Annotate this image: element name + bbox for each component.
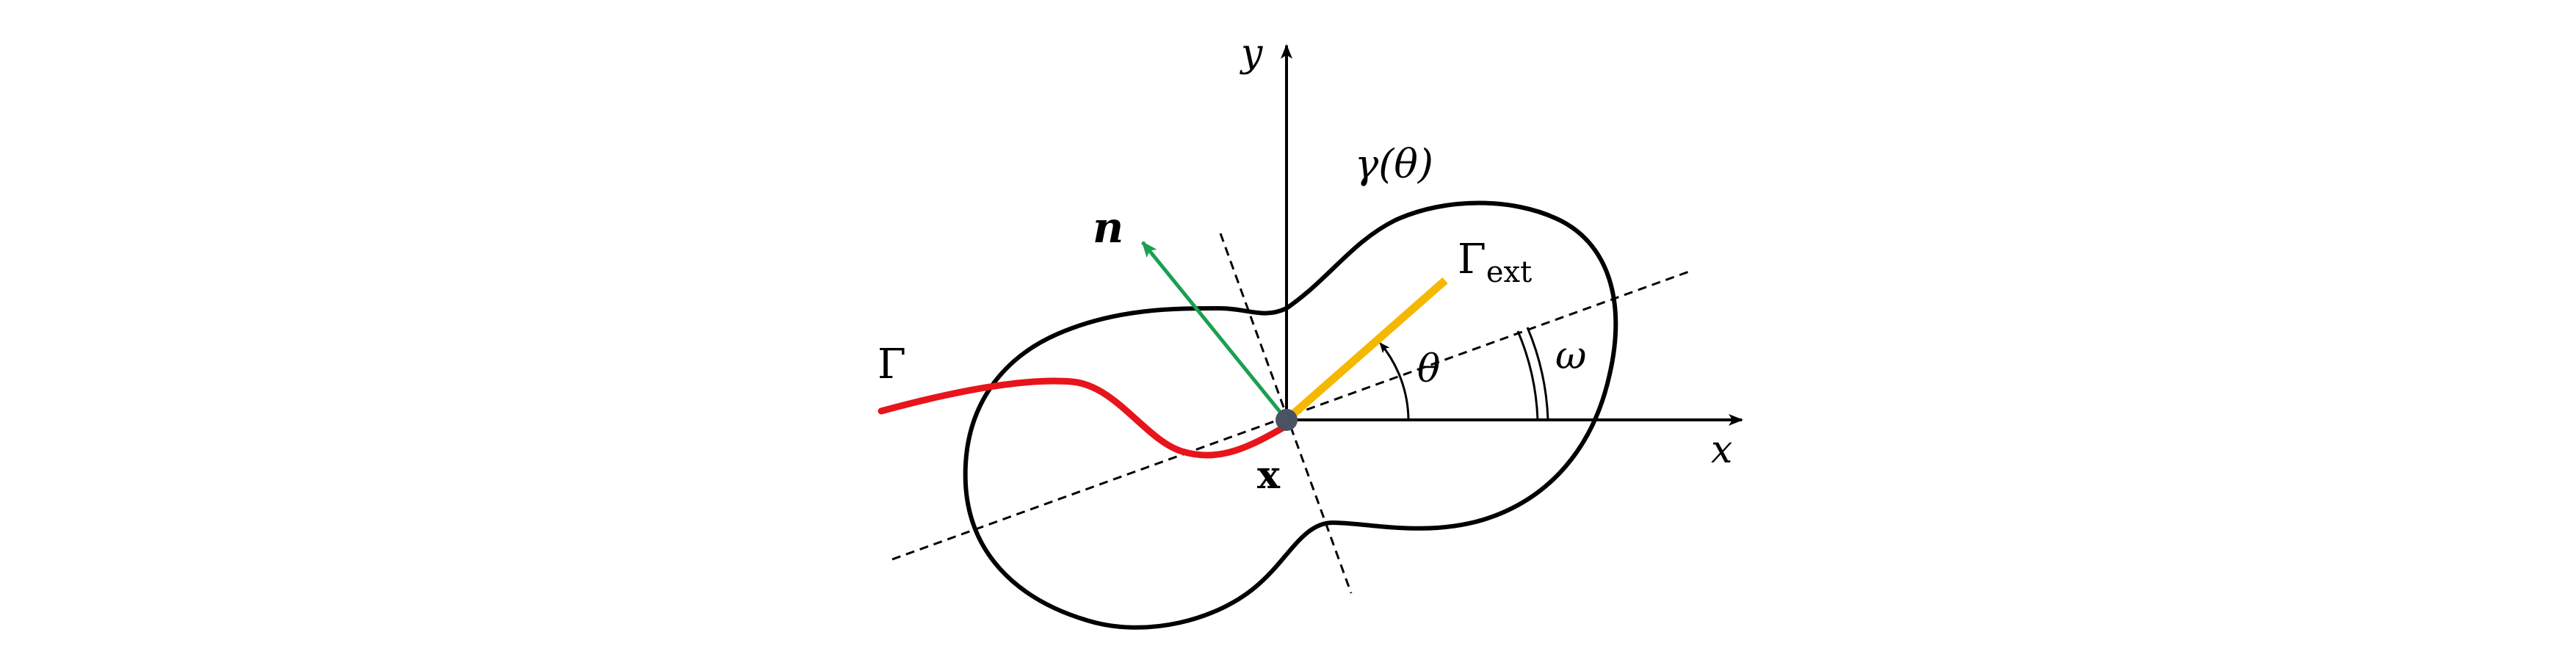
gamma-ext-label: Γext bbox=[1458, 236, 1532, 289]
omega-angle-arc-outer bbox=[1526, 327, 1549, 421]
omega-angle-arc-inner bbox=[1516, 330, 1539, 421]
gamma-ext-segment bbox=[1284, 277, 1448, 424]
dashed-omega-line bbox=[891, 270, 1690, 561]
normal-vector-label: n bbox=[1093, 203, 1124, 253]
point-x-label: x bbox=[1257, 453, 1281, 498]
normal-vector-arrow bbox=[1141, 241, 1288, 421]
point-x-dot bbox=[1276, 409, 1298, 431]
y-axis-label: y bbox=[1240, 32, 1263, 76]
gamma-theta-label: γ(θ) bbox=[1355, 141, 1433, 187]
gamma-crack-label: Γ bbox=[878, 341, 906, 388]
gamma-crack-curve bbox=[878, 377, 1290, 459]
omega-label: ω bbox=[1555, 334, 1586, 378]
theta-angle-arc bbox=[1379, 342, 1410, 421]
theta-label: θ bbox=[1417, 347, 1440, 391]
gamma-theta-curve bbox=[963, 200, 1618, 630]
x-axis-label: x bbox=[1711, 428, 1732, 472]
